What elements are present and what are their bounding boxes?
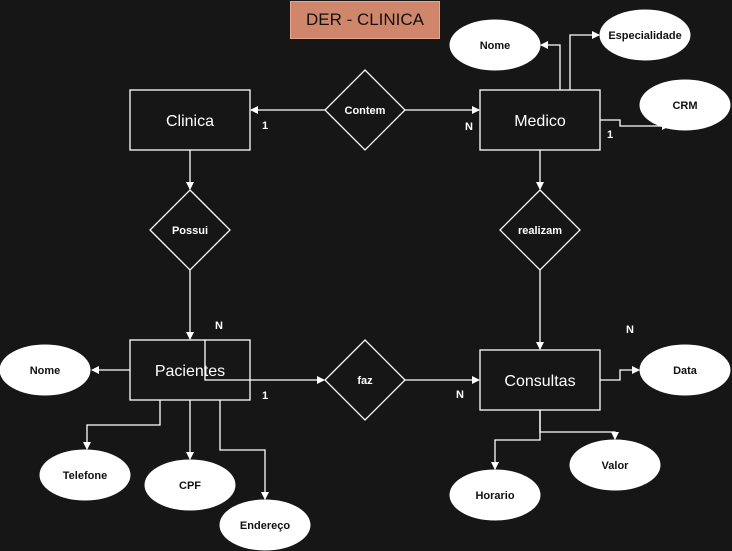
cardinality-contem-medico: N <box>465 121 473 133</box>
relationship-faz-label: faz <box>357 375 373 387</box>
entity-medico[interactable]: Medico <box>479 89 601 151</box>
cardinality-clinica-contem: 1 <box>262 120 268 132</box>
connector-pacientes-telefone <box>83 400 161 450</box>
entity-consultas-label: Consultas <box>504 373 575 390</box>
attribute-especialidade[interactable]: Especialidade <box>599 9 691 61</box>
relationship-realizam[interactable]: realizam <box>499 189 581 271</box>
attribute-valor[interactable]: Valor <box>569 439 661 491</box>
entity-pacientes[interactable]: Pacientes <box>129 339 251 401</box>
relationship-contem[interactable]: Contem <box>324 69 406 151</box>
cardinality-realizam-consultas: N <box>626 324 634 336</box>
attribute-data-label: Data <box>673 365 698 377</box>
relationship-possui[interactable]: Possui <box>149 189 231 271</box>
attribute-horario[interactable]: Horario <box>449 469 541 521</box>
connector-consultas-valor <box>539 410 619 440</box>
cardinality-medico-crm: 1 <box>607 129 613 141</box>
attribute-especialidade-label: Especialidade <box>608 30 681 42</box>
cardinality-pacientes-faz: 1 <box>262 390 268 402</box>
entity-consultas[interactable]: Consultas <box>479 349 601 411</box>
connector-consultas-data <box>600 366 640 381</box>
attribute-telefone-label: Telefone <box>63 470 107 482</box>
relationship-contem-label: Contem <box>345 105 386 117</box>
connector-pacientes-faz <box>204 340 325 384</box>
relationship-possui-label: Possui <box>172 225 208 237</box>
attribute-telefone[interactable]: Telefone <box>39 449 131 501</box>
attribute-medico-nome[interactable]: Nome <box>449 19 541 71</box>
entity-medico-label: Medico <box>514 113 566 130</box>
attribute-endereco-label: Endereço <box>240 520 290 532</box>
attribute-pacientes-nome-label: Nome <box>30 365 61 377</box>
attribute-crm[interactable]: CRM <box>639 79 731 131</box>
attribute-crm-label: CRM <box>672 100 697 112</box>
cardinality-possui-pacientes: N <box>215 320 223 332</box>
diagram-title: DER - CLINICA <box>290 1 440 39</box>
attribute-endereco[interactable]: Endereço <box>219 499 311 551</box>
attribute-pacientes-nome[interactable]: Nome <box>0 344 91 396</box>
connector-medico-especialidade <box>569 31 600 90</box>
attribute-data[interactable]: Data <box>639 344 731 396</box>
connector-medico-nome <box>540 41 561 90</box>
attribute-cpf[interactable]: CPF <box>144 459 236 511</box>
connector-consultas-horario <box>491 410 541 470</box>
attribute-cpf-label: CPF <box>179 480 201 492</box>
relationship-realizam-label: realizam <box>518 225 562 237</box>
connector-pacientes-endereco <box>219 400 269 500</box>
attribute-valor-label: Valor <box>602 460 630 472</box>
entity-clinica[interactable]: Clinica <box>129 89 251 151</box>
entity-pacientes-label: Pacientes <box>155 363 225 380</box>
entity-clinica-label: Clinica <box>166 113 214 130</box>
connector-medico-crm <box>600 119 670 130</box>
attribute-medico-nome-label: Nome <box>480 40 511 52</box>
attribute-horario-label: Horario <box>475 490 514 502</box>
cardinality-faz-consultas: N <box>456 389 464 401</box>
relationship-faz[interactable]: faz <box>324 339 406 421</box>
